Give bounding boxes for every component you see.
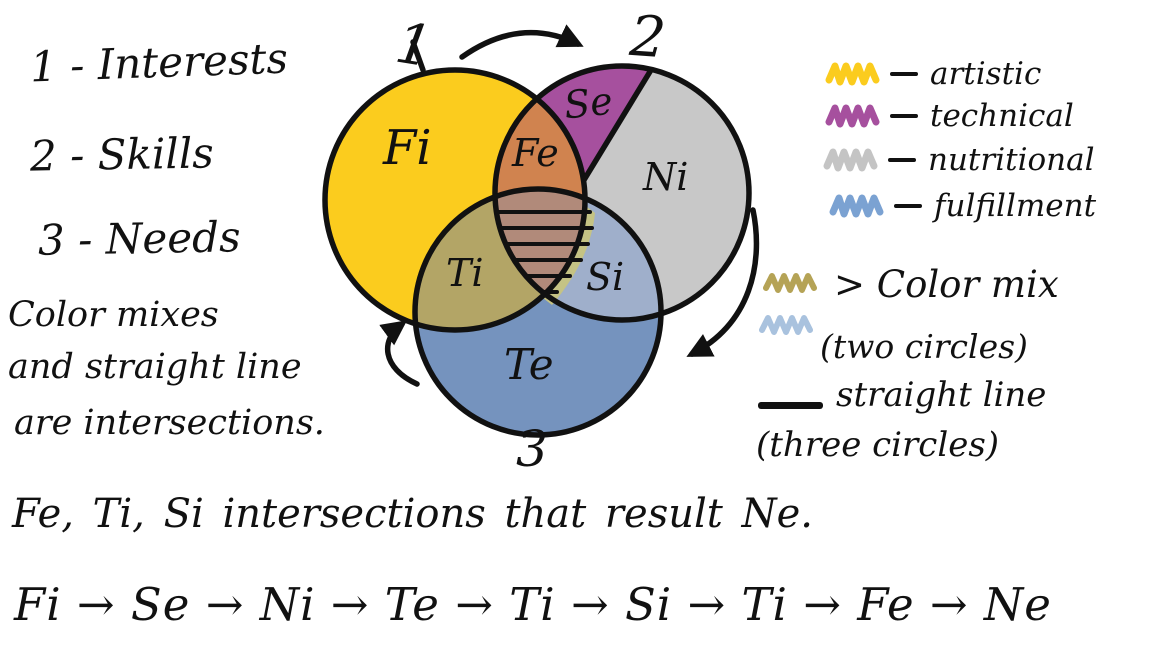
color-mix-label: > Color mix: [834, 263, 1059, 306]
arrow-1-to-2: [459, 24, 584, 60]
legend-row-artistic: artistic: [824, 58, 1041, 90]
legend-label-nutritional: nutritional: [928, 141, 1095, 178]
straight-line-label: straight line: [836, 375, 1047, 415]
circle-2-number: 2: [627, 3, 668, 72]
left-note-line-2: and straight line: [8, 347, 302, 387]
key-item-1: 1 - Interests: [29, 33, 289, 92]
legend-label-technical: technical: [930, 97, 1074, 134]
arrow-note-to-intersection: [379, 320, 420, 387]
legend-row-fulfillment: fulfillment: [828, 190, 1096, 222]
circle-3-number: 3: [516, 420, 548, 478]
technical-squiggle-icon: [825, 104, 918, 128]
fulfillment-squiggle-icon: [829, 194, 922, 218]
label-fe: Fe: [512, 131, 559, 175]
key-item-3: 3 - Needs: [37, 212, 241, 265]
color-mix-squiggle-top-icon: [763, 273, 817, 293]
straight-line-swatch: [758, 402, 823, 409]
flow-sequence: Fi → Se → Ni → Te → Ti → Si → Ti → Fe → …: [14, 578, 1052, 631]
se-ni-divider-line: [581, 68, 654, 182]
legend-label-artistic: artistic: [930, 55, 1042, 92]
artistic-squiggle-icon: [825, 62, 918, 86]
label-se: Se: [561, 78, 615, 128]
number-1-tail: [410, 39, 426, 73]
legend-row-nutritional: nutritional: [822, 144, 1095, 176]
legend-label-fulfillment: fulfillment: [934, 187, 1097, 224]
label-te: Te: [504, 340, 554, 389]
circle-needs-outline: [412, 186, 664, 438]
left-note-line-1: Color mixes: [8, 295, 219, 335]
intersections-note: Fe, Ti, Si intersections that result Ne.: [12, 491, 813, 537]
color-mix-sublabel: (two circles): [820, 327, 1028, 366]
arrow-right-to-3: [686, 207, 760, 357]
nutritional-squiggle-icon: [823, 148, 916, 172]
legend-row-technical: technical: [824, 100, 1074, 132]
color-mix-squiggle-bottom-icon: [759, 315, 813, 335]
label-fi: Fi: [383, 120, 432, 176]
label-si: Si: [586, 255, 625, 299]
straight-line-sublabel: (three circles): [756, 425, 1000, 465]
label-ti: Ti: [446, 251, 484, 295]
label-ni: Ni: [643, 155, 689, 199]
left-note-line-3: are intersections.: [14, 403, 325, 443]
circle-skills-outline: [492, 63, 752, 323]
key-item-2: 2 - Skills: [29, 128, 215, 181]
